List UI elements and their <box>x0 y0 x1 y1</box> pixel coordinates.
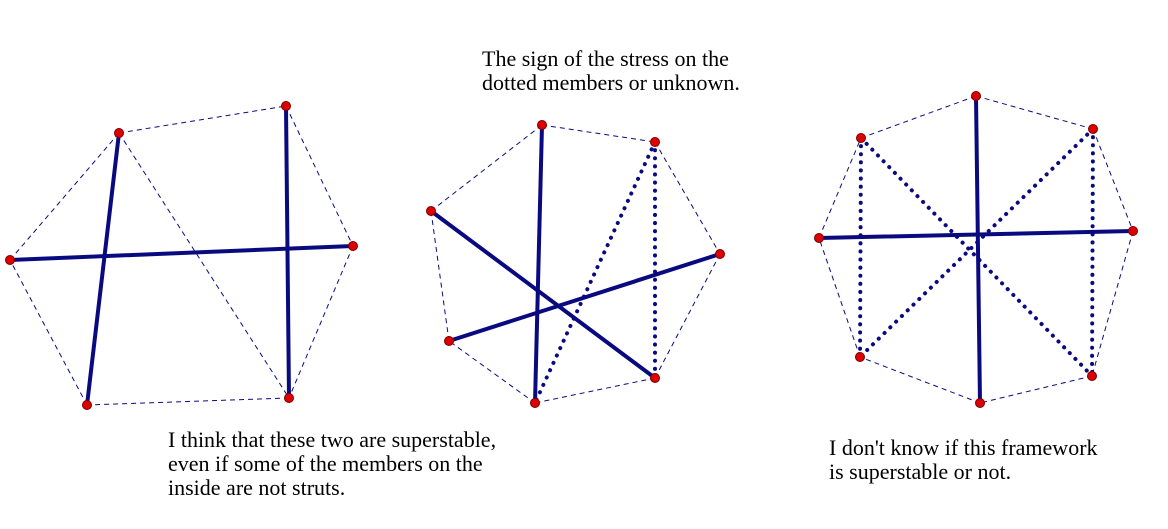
cable-edge <box>534 377 656 404</box>
vertex-node <box>971 91 981 101</box>
cable-edge <box>818 237 861 358</box>
cable-edge <box>654 141 721 255</box>
cable-edge <box>86 397 290 406</box>
unknown-stress-member <box>858 136 863 359</box>
vertex-node <box>5 255 15 265</box>
vertex-node <box>114 128 124 138</box>
strut-member <box>817 229 1135 240</box>
unknown-stress-member <box>1090 127 1095 378</box>
vertex-node <box>1088 124 1098 134</box>
vertex-node <box>530 398 540 408</box>
vertex-node <box>426 206 436 216</box>
cable-edge <box>9 132 120 261</box>
vertex-node <box>1087 371 1097 381</box>
cable-edge <box>1092 128 1134 232</box>
stress-sign-caption: The sign of the stress on the dotted mem… <box>482 46 740 95</box>
strut-member <box>974 94 982 405</box>
vertex-node <box>284 393 294 403</box>
strut-member <box>533 123 544 405</box>
strut-member <box>85 131 121 407</box>
cable-diagonal <box>118 132 290 399</box>
octagon-framework <box>814 91 1138 408</box>
vertex-node <box>855 352 865 362</box>
superstable-caption: I think that these two are superstable, … <box>168 427 497 500</box>
cable-edge <box>541 124 656 143</box>
cable-edge <box>118 105 287 134</box>
vertex-node <box>975 398 985 408</box>
vertex-node <box>650 373 660 383</box>
cable-edge <box>448 340 536 404</box>
vertex-node <box>1128 226 1138 236</box>
cable-edge <box>975 95 1094 130</box>
vertex-node <box>82 400 92 410</box>
cable-edge <box>818 137 862 239</box>
heptagon-framework <box>426 120 725 408</box>
vertex-node <box>715 249 725 259</box>
hexagon-framework <box>5 101 358 410</box>
cable-edge <box>859 356 981 404</box>
unknown-stress-member <box>533 140 657 405</box>
unknown-stress-member <box>859 136 1094 378</box>
vertex-node <box>444 336 454 346</box>
vertex-node <box>537 120 547 130</box>
cable-edge <box>430 124 543 212</box>
vertex-node <box>814 233 824 243</box>
vertex-node <box>348 241 358 251</box>
unknown-superstability-caption: I don't know if this framework is supers… <box>829 435 1098 484</box>
cable-edge <box>430 210 450 342</box>
cable-edge <box>288 245 354 399</box>
strut-member <box>284 104 291 400</box>
cable-edge <box>860 95 977 139</box>
cable-edge <box>1091 230 1134 377</box>
vertex-node <box>856 133 866 143</box>
vertex-node <box>281 101 291 111</box>
cable-edge <box>979 375 1093 404</box>
strut-member <box>429 209 657 380</box>
cable-edge <box>285 105 354 247</box>
strut-member <box>8 244 355 262</box>
vertex-node <box>650 137 660 147</box>
cable-edge <box>9 259 88 406</box>
strut-member <box>447 252 722 343</box>
